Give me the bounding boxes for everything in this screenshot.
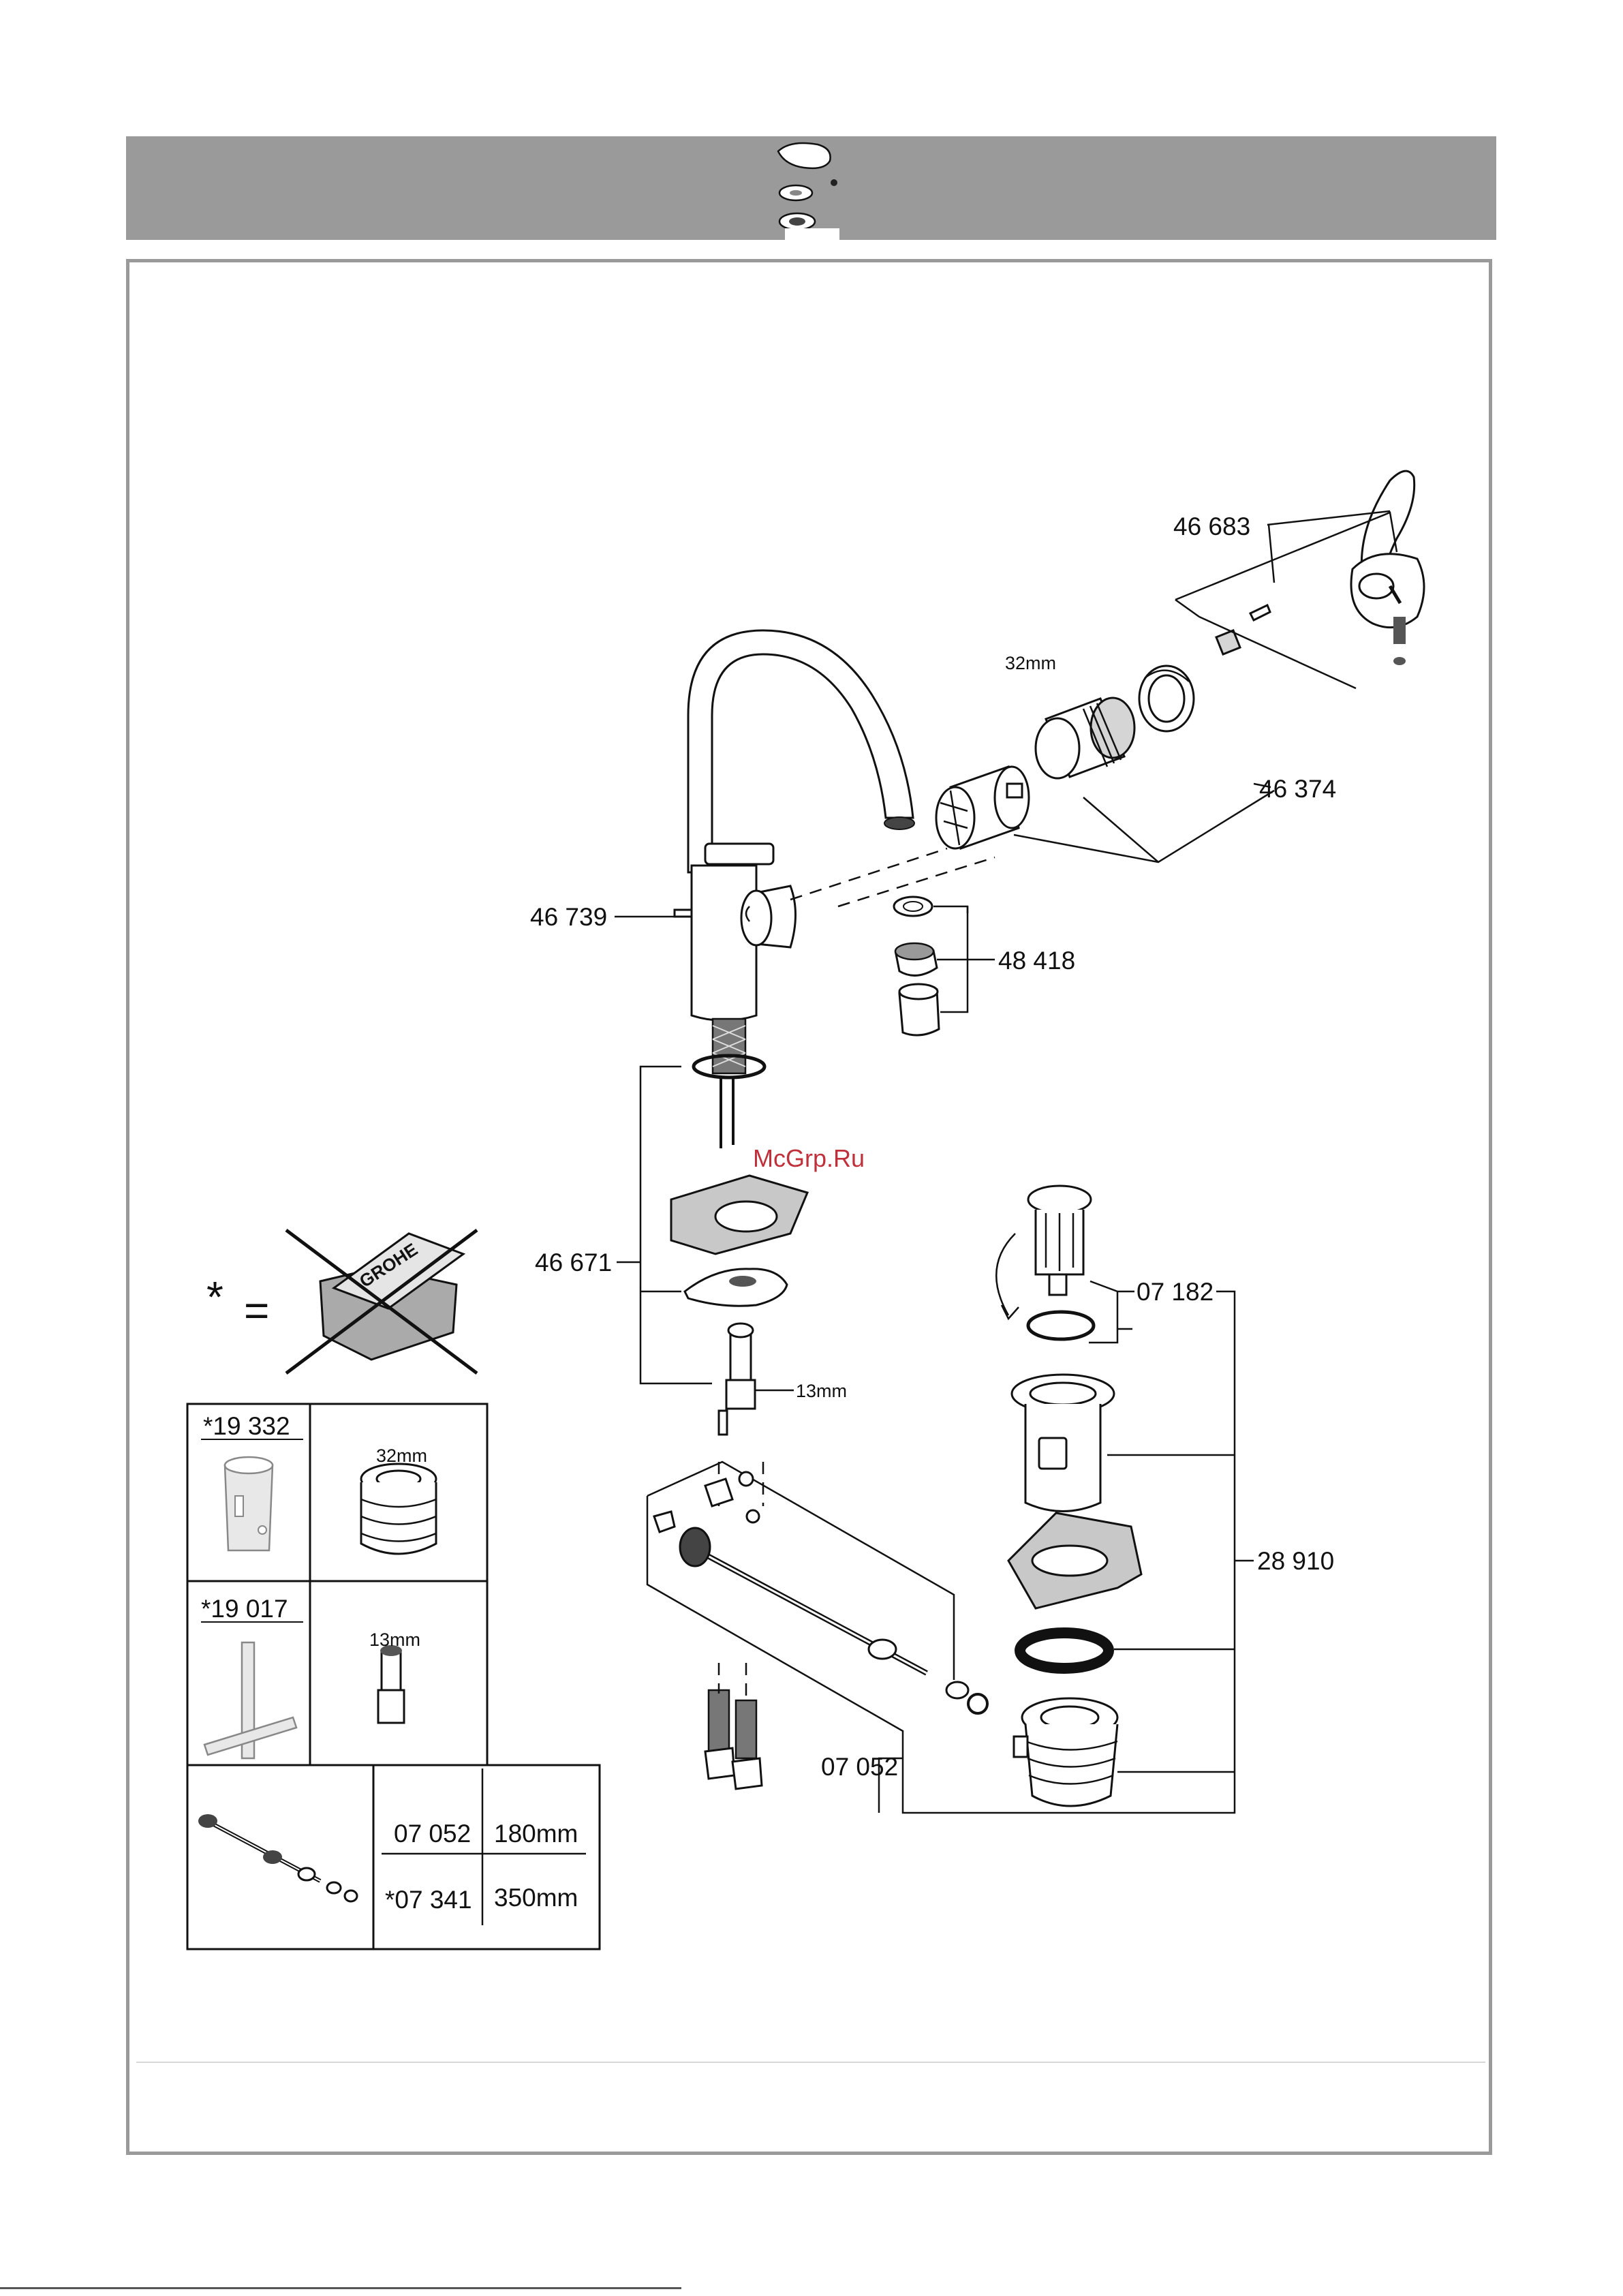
- tool-19017-icon: [204, 1642, 296, 1758]
- label-waste-set: 28 910: [1257, 1547, 1334, 1575]
- pop-up-rod-parts: [647, 1462, 1226, 1813]
- label-mounting-kit: 46 671: [535, 1249, 612, 1276]
- label-pop-up-plug: 07 182: [1137, 1278, 1214, 1306]
- tool-size-13mm: 13mm: [369, 1629, 420, 1650]
- legend-not-included: GROHE: [286, 1230, 477, 1373]
- rod-length-180mm: 180mm: [494, 1820, 578, 1848]
- pop-up-rod-icon: [198, 1814, 357, 1901]
- nut-32mm-icon: [361, 1464, 436, 1554]
- label-mounting-nut-size: 13mm: [796, 1381, 847, 1401]
- tool-19332-icon: [225, 1457, 273, 1550]
- rod-code-07341: *07 341: [385, 1886, 472, 1914]
- cartridge-nut-part: [1036, 698, 1134, 778]
- faucet-body: [675, 630, 914, 1148]
- label-aerator: 48 418: [998, 947, 1075, 975]
- header-faucet-icon: [778, 143, 839, 240]
- aerator-parts: [894, 897, 939, 1035]
- watermark: McGrp.Ru: [753, 1144, 865, 1172]
- rod-length-350mm: 350mm: [494, 1884, 578, 1912]
- nut-13mm-icon: [378, 1645, 404, 1723]
- tool-code-19017: *19 017: [201, 1595, 288, 1623]
- label-pop-up-rod: 07 052: [821, 1753, 898, 1781]
- assembly-axis: [790, 848, 995, 906]
- cap-ring-part: [1139, 666, 1194, 731]
- label-cartridge-size: 32mm: [1005, 653, 1056, 673]
- waste-set-parts: [996, 1186, 1141, 1806]
- legend-asterisk: *: [206, 1272, 223, 1321]
- tools-table: [187, 1404, 600, 1949]
- label-handle: 46 683: [1173, 512, 1250, 540]
- label-body: 46 739: [530, 903, 607, 931]
- legend-equals: =: [244, 1286, 269, 1335]
- adapter-part: [1216, 605, 1270, 654]
- label-cartridge-kit: 46 374: [1259, 775, 1336, 803]
- mounting-kit-parts: [671, 1176, 807, 1435]
- grohe-box-icon: GROHE: [286, 1230, 477, 1373]
- cartridge-part: [936, 767, 1029, 848]
- tool-size-32mm: 32mm: [376, 1445, 427, 1466]
- rod-code-07052: 07 052: [394, 1820, 471, 1848]
- handle-lever-part: [1351, 471, 1424, 665]
- tool-code-19332: *19 332: [203, 1412, 290, 1440]
